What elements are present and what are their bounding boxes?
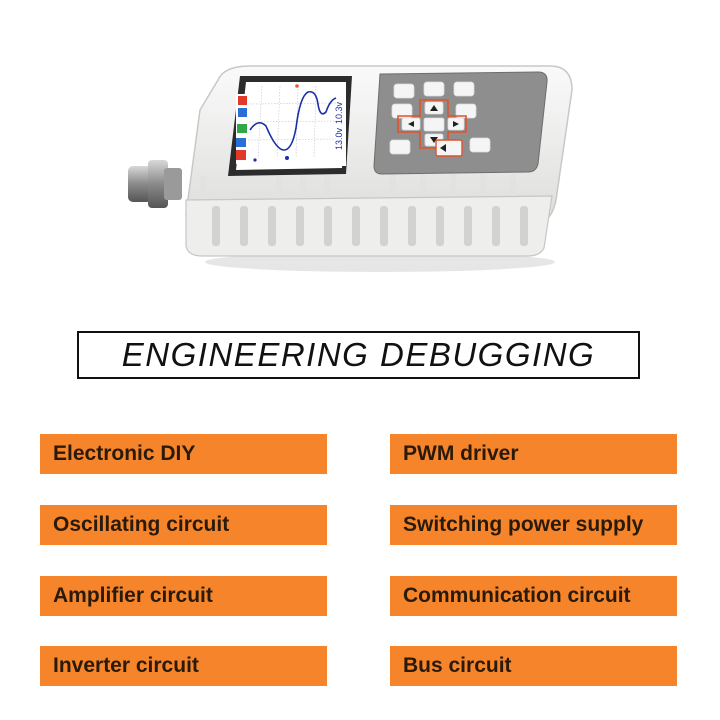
application-tag: Electronic DIY xyxy=(40,434,327,474)
application-tag: Oscillating circuit xyxy=(40,505,327,545)
application-tag: Inverter circuit xyxy=(40,646,327,686)
screen-readout-2: 13.0v xyxy=(334,127,344,150)
application-tag: Switching power supply xyxy=(390,505,677,545)
button-ch-dis[interactable] xyxy=(469,137,491,153)
screen-readout: 10.3v xyxy=(334,101,344,124)
application-tag: Communication circuit xyxy=(390,576,677,616)
arrow-down-icon xyxy=(430,137,438,143)
arrow-up-icon xyxy=(430,105,438,111)
arrow-left-icon xyxy=(408,121,414,127)
oscilloscope-device-image: 10.3v 13.0v xyxy=(128,65,573,272)
application-tag: Bus circuit xyxy=(390,646,677,686)
button-save[interactable] xyxy=(453,81,475,97)
button-run-stop[interactable] xyxy=(393,83,415,99)
bnc-connector-icon xyxy=(128,160,182,208)
button-menu[interactable] xyxy=(391,103,413,119)
button-ac-dc[interactable] xyxy=(389,139,411,155)
button-mode-ok[interactable] xyxy=(423,117,445,132)
button-auto[interactable] xyxy=(423,81,445,97)
arrow-right-icon xyxy=(453,121,459,127)
page-heading: ENGINEERING DEBUGGING xyxy=(121,336,596,373)
application-tag: PWM driver xyxy=(390,434,677,474)
heading-box: ENGINEERING DEBUGGING xyxy=(77,331,640,379)
screen xyxy=(236,82,346,170)
application-tag: Amplifier circuit xyxy=(40,576,327,616)
